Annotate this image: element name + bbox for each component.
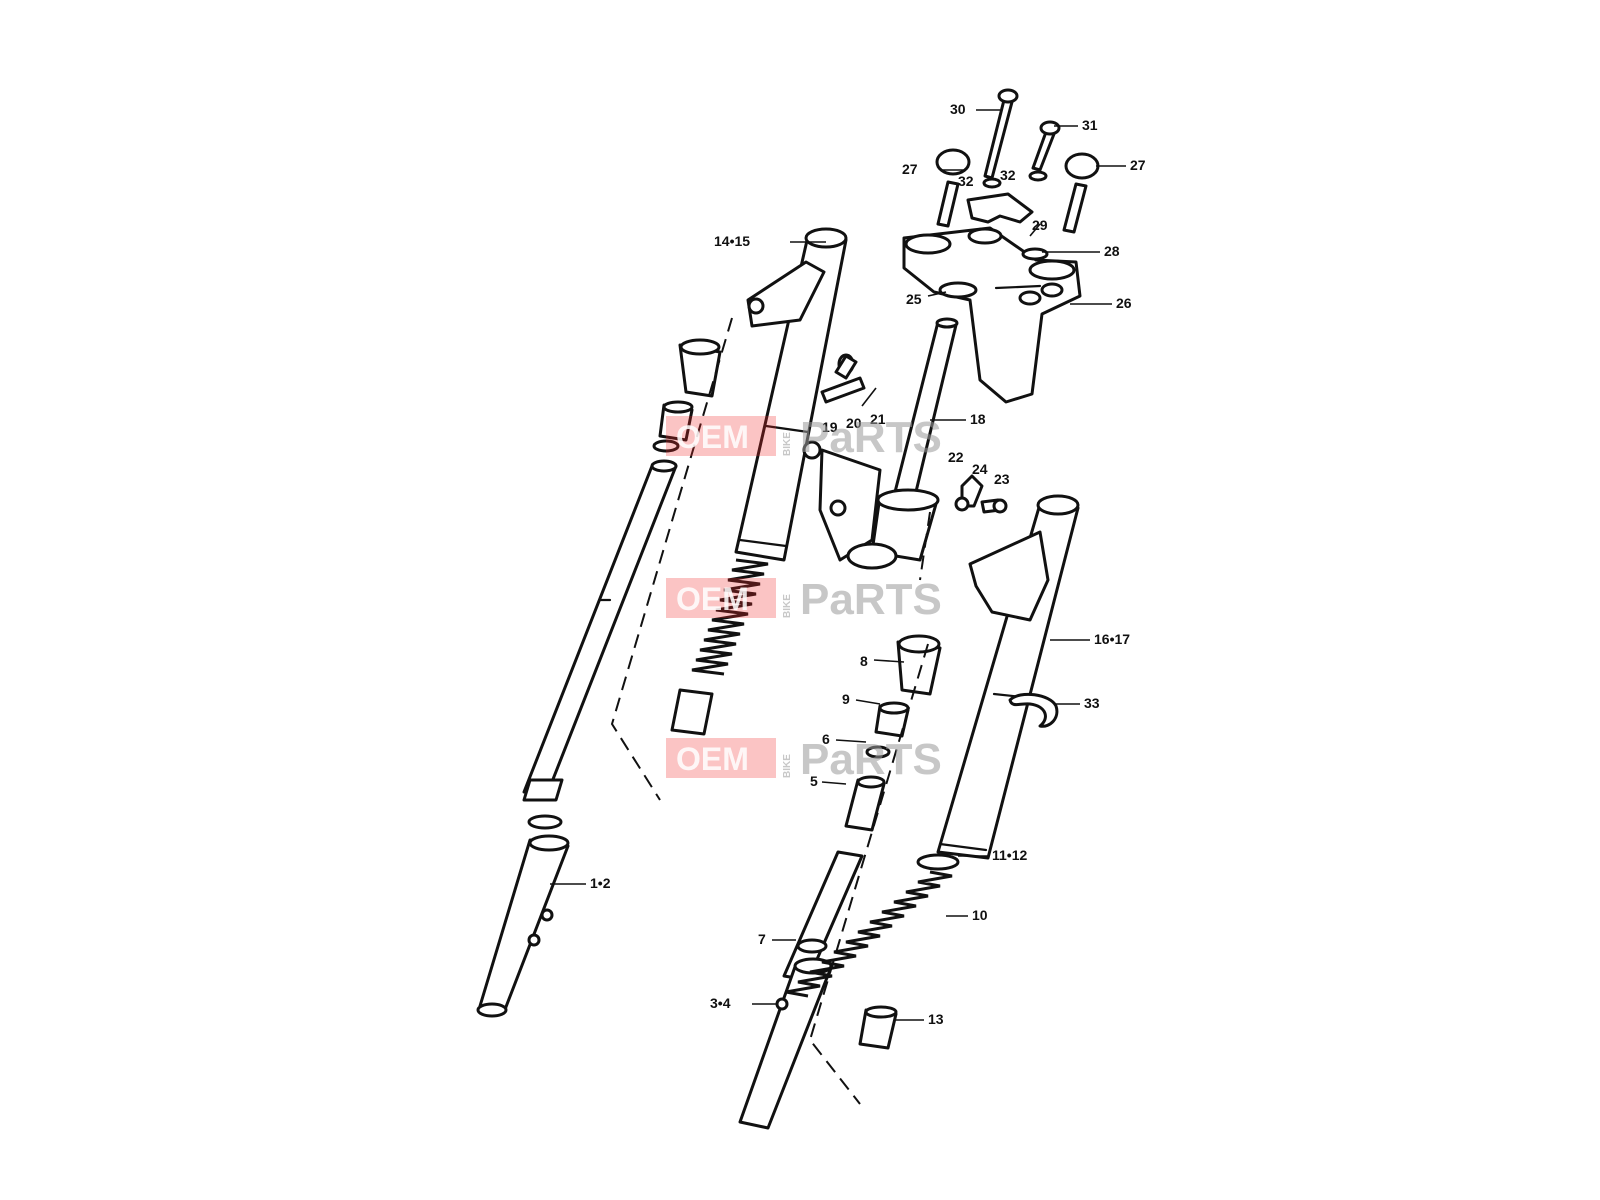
callout-32-right: 32 (1000, 167, 1016, 183)
right-fork-leg (936, 494, 1080, 860)
callout-23: 23 (994, 471, 1010, 487)
left-fork-leg (734, 227, 848, 562)
tube-5-top (856, 775, 886, 789)
callout-7: 7 (758, 931, 766, 947)
left-spring-seat (670, 688, 714, 736)
callout-10: 10 (972, 907, 988, 923)
washer-25 (938, 281, 978, 299)
callout-9: 9 (842, 691, 850, 707)
handlebar-holder (966, 192, 1034, 224)
callout-28: 28 (1104, 243, 1120, 259)
left-oil-seal-ring (527, 814, 563, 830)
left-fork-spring (691, 558, 769, 676)
left-o-ring (652, 439, 680, 453)
spacer-13-top (864, 1005, 898, 1019)
callout-8: 8 (860, 653, 868, 669)
assembly-line-right (808, 643, 929, 1105)
callout-14-15: 14•15 (714, 233, 750, 249)
callout-20: 20 (846, 415, 862, 431)
callout-32-left: 32 (958, 173, 974, 189)
watermark-bike-text: BIKE (782, 432, 793, 456)
watermark-parts-text: PaRTS (800, 413, 942, 462)
washer-28 (1021, 247, 1049, 261)
right-outer-slider (738, 962, 832, 1130)
watermark-1: OEM BIKE PaRTS (666, 413, 942, 462)
watermark-bike-text: BIKE (782, 754, 793, 778)
top-bolts (935, 88, 1100, 234)
callout-16-17: 16•17 (1094, 631, 1130, 647)
clamp-bolt-parts (954, 474, 1008, 514)
left-inner-tube (522, 459, 678, 802)
o-ring-6 (865, 745, 891, 759)
callout-18: 18 (970, 411, 986, 427)
callout-1-2: 1•2 (590, 875, 611, 891)
callout-labels: 30 31 27 27 32 32 29 28 25 26 14•15 18 1… (590, 101, 1146, 1027)
stem-clamp-bolts (802, 353, 866, 460)
callout-26: 26 (1116, 295, 1132, 311)
callout-19: 19 (822, 419, 838, 435)
oil-seal-7 (796, 938, 828, 954)
assembly-line-center (919, 511, 931, 581)
top-bracket (902, 226, 1082, 404)
callout-6: 6 (822, 731, 830, 747)
callout-29: 29 (1032, 217, 1048, 233)
spring-seat-11-12 (916, 853, 960, 871)
watermark-parts-text: PaRTS (800, 735, 942, 784)
watermark-bike-text: BIKE (782, 594, 793, 618)
watermark-oem-text: OEM (676, 581, 749, 617)
circlip-33 (1008, 692, 1059, 728)
callout-30: 30 (950, 101, 966, 117)
left-outer-slider (476, 834, 570, 1018)
assembly-line-left (610, 317, 733, 801)
watermark-3: OEM BIKE PaRTS (666, 735, 942, 784)
watermark-oem-text: OEM (676, 741, 749, 777)
right-upper-bushing-top (897, 634, 941, 654)
callout-22: 22 (948, 449, 964, 465)
callout-24: 24 (972, 461, 988, 477)
callout-21: 21 (870, 411, 886, 427)
watermark-parts-text: PaRTS (800, 575, 942, 624)
slider-boss (775, 997, 789, 1011)
left-upper-collar-top (662, 400, 694, 414)
right-collar-9-top (878, 701, 910, 715)
callout-leaders (550, 109, 1126, 1021)
callout-25: 25 (906, 291, 922, 307)
callout-3-4: 3•4 (710, 995, 731, 1011)
callout-27-left: 27 (902, 161, 918, 177)
watermark-oem-text: OEM (676, 419, 749, 455)
callout-5: 5 (810, 773, 818, 789)
callout-27-right: 27 (1130, 157, 1146, 173)
callout-31: 31 (1082, 117, 1098, 133)
callout-13: 13 (928, 1011, 944, 1027)
right-fork-spring (785, 870, 953, 998)
callout-11-12: 11•12 (992, 847, 1027, 863)
callout-33: 33 (1084, 695, 1100, 711)
watermark-2: OEM BIKE PaRTS (666, 575, 942, 624)
left-upper-bushing-top (679, 338, 721, 356)
steering-stem (818, 317, 959, 570)
parts-drawing (476, 88, 1100, 1130)
